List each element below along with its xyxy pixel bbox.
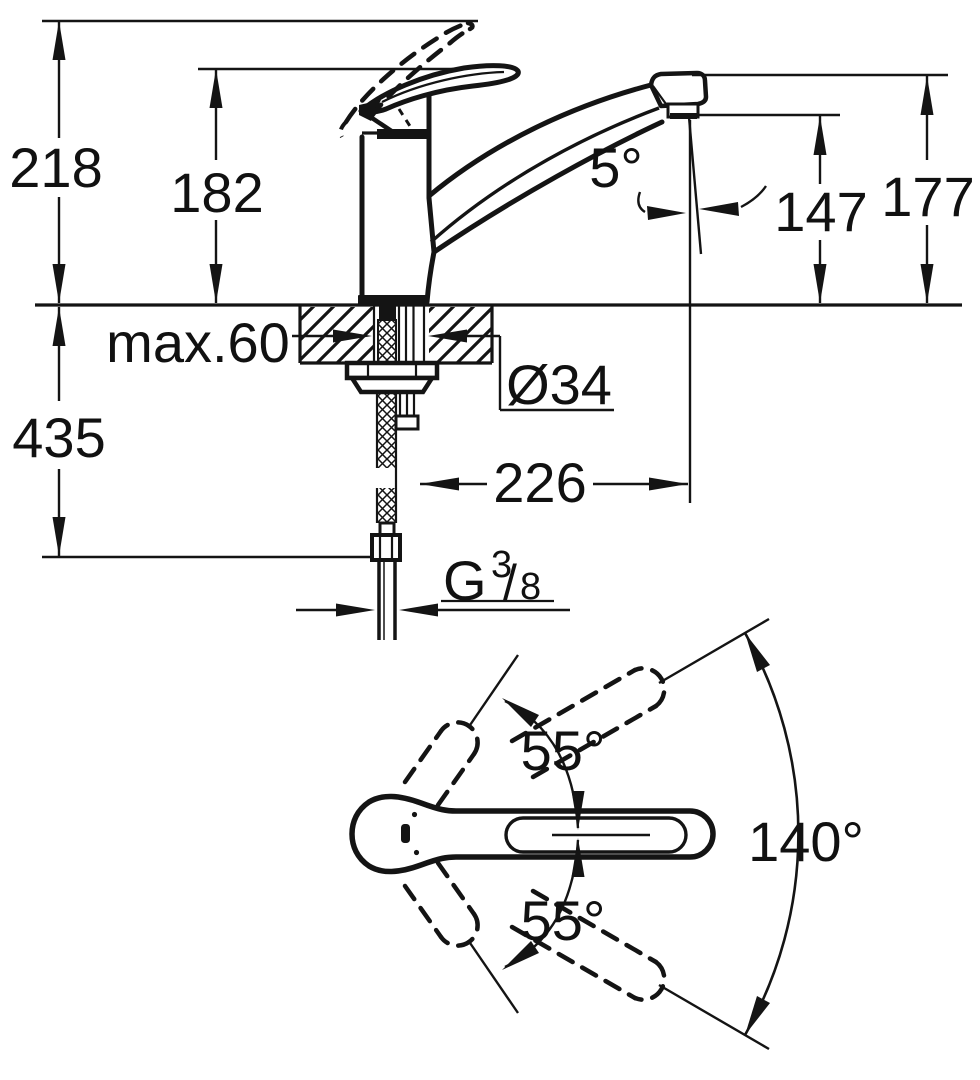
dim-spout-height: 177 [881,165,974,228]
thread-slash: / [503,555,517,611]
extension-lines [42,19,948,559]
connection-pipe [377,560,397,640]
spout-head [648,70,709,109]
dim-deck-thickness: max.60 [106,311,290,374]
dim-swing-lower: 55° [521,889,606,952]
top-view-labels: 55° 55° 140° [521,719,864,952]
side-view: 218 182 435 max.60 Ø34 226 5° 147 177 G … [9,19,975,640]
swivel-arc [743,632,800,1036]
dim-under-counter: 435 [12,406,105,469]
top-view: 55° 55° 140° [349,617,864,1051]
dim-thread-size: G 3 / 8 [443,544,541,612]
dim-handle-height: 182 [170,161,263,224]
side-view-labels: 218 182 435 max.60 Ø34 226 5° 147 177 G … [9,136,974,612]
dim-outlet-clearance: 147 [774,180,867,243]
thread-denominator: 8 [520,566,541,608]
dim-hole-diameter: Ø34 [506,353,612,416]
base-gasket [358,295,429,305]
dim-overall-height: 218 [9,136,102,199]
lever-handle-side [338,20,521,139]
water-stream-line [687,116,703,255]
dim-stream-angle: 5° [589,136,643,199]
lever-mark [401,824,410,843]
under-counter-parts [344,306,440,640]
spout-bottom-edge [431,119,665,255]
thread-numerator: 3 [491,544,512,586]
cartridge-cap [377,129,431,139]
thread-g: G [443,549,487,612]
faucet-side-outline [358,70,709,305]
flex-hose-braid [377,392,396,468]
countertop-section [35,303,962,365]
raised-handle-dashed [338,20,475,139]
dim-swing-upper: 55° [521,719,606,782]
angle-dimensions [467,617,800,1051]
hose-connector-nut [370,533,402,562]
dimension-arrows [52,21,934,617]
dim-swivel-range: 140° [748,810,864,873]
dim-spout-reach: 226 [493,451,586,514]
spout-top-edge [426,82,654,199]
